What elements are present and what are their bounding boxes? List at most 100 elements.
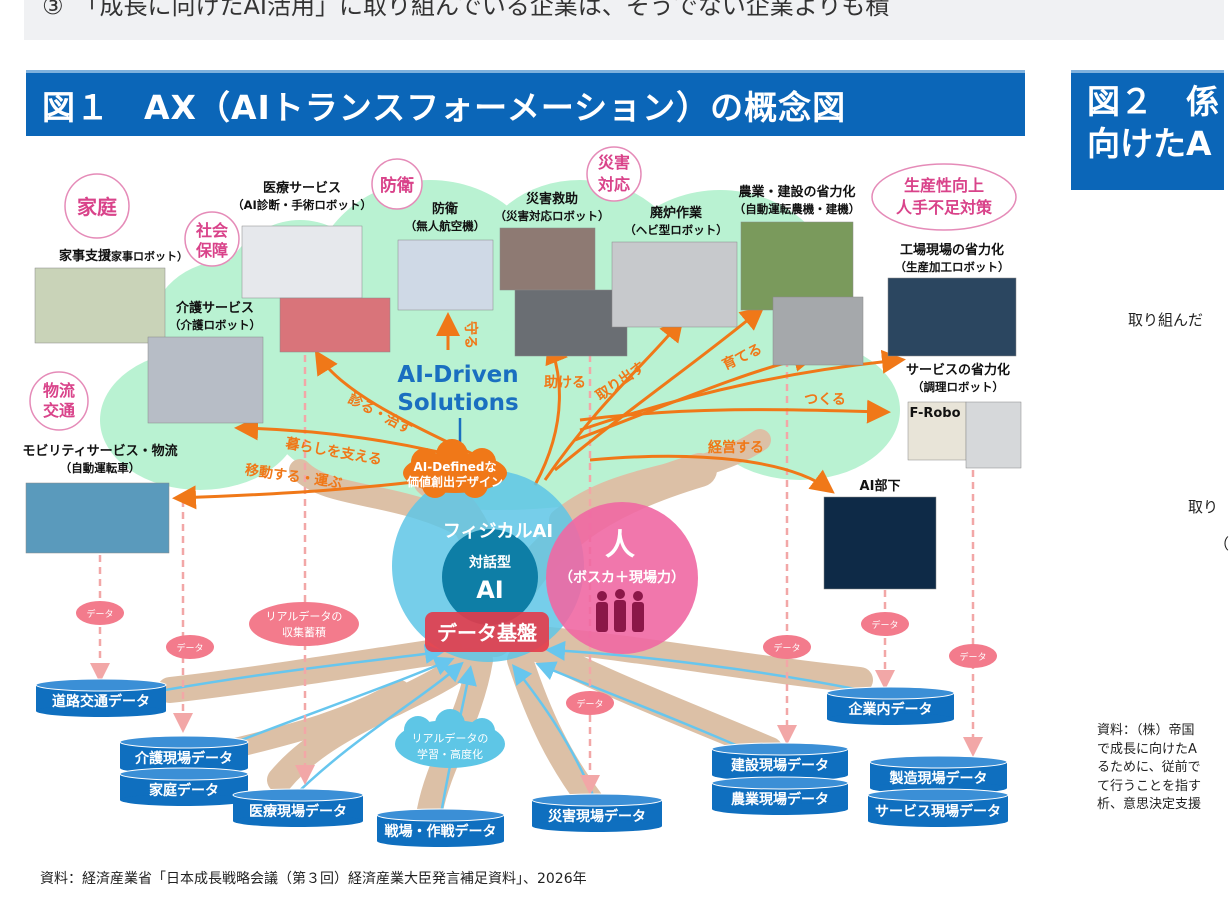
database-home: 家庭データ xyxy=(119,767,249,806)
data-cloud-label: データ xyxy=(871,619,898,631)
care-robot-photo xyxy=(147,336,264,424)
agri-service-label: 農業・建設の省力化 xyxy=(738,184,855,200)
data-base-label: データ基盤 xyxy=(437,621,538,645)
figure1-source: 資料：経済産業省「日本成長戦略会議（第３回）経済産業大臣発言補足資料」、2026… xyxy=(40,871,587,887)
database-construction: 建設現場データ xyxy=(711,742,849,781)
top-statement-strip: ③ 「成長に向けたAI活用」に取り組んでいる企業は、そうでない企業よりも積 xyxy=(24,0,1224,40)
figure2-footnote-line: るために、従前で xyxy=(1097,760,1201,775)
domain-social-2: 保障 xyxy=(195,241,228,260)
database-label: 家庭データ xyxy=(149,782,219,799)
snake-robot-photo xyxy=(611,241,738,328)
care-service-sub: （介護ロボット） xyxy=(169,318,261,332)
mobility-service-sub: （自動運転車） xyxy=(60,461,141,475)
decom-service-sub: （ヘビ型ロボット） xyxy=(624,223,728,237)
database-road: 道路交通データ xyxy=(35,678,167,717)
ai-driven-label-1: AI-Driven xyxy=(397,362,518,388)
ai-defined-cloud xyxy=(403,439,507,498)
figure2-row-label-3: （ xyxy=(1214,535,1229,553)
domain-social-1: 社会 xyxy=(195,221,228,240)
housework-service-label: 家事支援 xyxy=(59,248,112,264)
database-label: サービス現場データ xyxy=(875,803,1001,820)
defense-service-sub: （無人航空機） xyxy=(405,219,486,233)
rescue-service-label: 災害救助 xyxy=(526,191,578,207)
figure2-footnote-line: で成長に向けたA xyxy=(1097,741,1197,757)
data-flow-arrows xyxy=(164,640,861,821)
learn-cloud-label-2: 学習・高度化 xyxy=(417,747,483,761)
database-label: 介護現場データ xyxy=(134,750,233,767)
database-disaster: 災害現場データ xyxy=(531,793,663,832)
rescue-robot-photo-2 xyxy=(514,289,628,357)
data-cloud-label: データ xyxy=(86,608,113,620)
dialog-ai-label-2: AI xyxy=(476,576,504,604)
domain-disaster-1: 災害 xyxy=(598,153,630,172)
learning-cloud xyxy=(395,709,505,768)
autonomous-car-photo xyxy=(25,482,170,554)
care-service-label: 介護サービス xyxy=(175,300,254,316)
learn-cloud-label-1: リアルデータの xyxy=(412,731,489,745)
construction-machine-photo xyxy=(772,296,864,366)
cooking-dish-photo xyxy=(907,401,967,461)
cooking-service-sub: （調理ロボット） xyxy=(912,380,1004,394)
verb-tsukuru: つくる xyxy=(804,392,846,408)
figure2-footnote-line: て行うことを指す xyxy=(1097,778,1202,794)
defense-service-label: 防衛 xyxy=(432,201,458,217)
domain-disaster-2: 対応 xyxy=(597,175,630,194)
ai-defined-label-2: 価値創出デザイン xyxy=(406,474,503,489)
medical-service-label: 医療サービス xyxy=(263,180,341,196)
figure2-title-bar: 図２ 係 向けたA xyxy=(1071,70,1224,190)
dialog-ai-label-1: 対話型 xyxy=(468,554,511,571)
human-sub-label: （ボスカ＋現場力） xyxy=(559,569,685,586)
data-cloud-label: データ xyxy=(773,642,800,654)
database-agriculture: 農業現場データ xyxy=(711,776,849,815)
figure1-title-bar: 図１ AX（AIトランスフォーメーション）の概念図 xyxy=(26,70,1025,136)
factory-robot-photo xyxy=(887,277,1017,357)
figure2-row-label-2: 取り xyxy=(1188,498,1219,516)
figure2-footnote: 資料：（株）帝国 で成長に向けたA るために、従前で て行うことを指す 析、意思… xyxy=(1097,722,1201,815)
human-label: 人 xyxy=(605,528,635,563)
factory-service-sub: （生産加工ロボット） xyxy=(895,260,1010,274)
data-cloud-label: データ xyxy=(576,698,603,710)
domain-productivity-2: 人手不足対策 xyxy=(896,198,993,217)
verb-keiei: 経営する xyxy=(708,439,764,456)
housework-service-sub: （家事ロボット） xyxy=(100,249,188,263)
data-cloud-label: データ xyxy=(959,651,986,663)
ai-brain-photo xyxy=(823,496,937,590)
database-service: サービス現場データ xyxy=(867,788,1009,827)
central-ai-human-circles xyxy=(392,470,698,662)
figure2-footnote-line: 析、意思決定支援 xyxy=(1097,797,1202,812)
figure2-title: 図２ 係 向けたA xyxy=(1087,82,1219,163)
domain-logistics-1: 物流 xyxy=(43,381,75,400)
database-manufacturing: 製造現場データ xyxy=(869,755,1008,794)
cooking-service-label: サービスの省力化 xyxy=(906,362,1010,378)
service-photos xyxy=(25,221,1022,590)
frobo-label: F-Robo xyxy=(909,406,960,421)
database-label: 農業現場データ xyxy=(731,791,829,808)
database-battle: 戦場・作戦データ xyxy=(376,808,505,847)
drone-photo xyxy=(397,239,494,311)
database-label: 企業内データ xyxy=(848,701,933,718)
rescue-robot-photo xyxy=(499,227,596,291)
domain-logistics-2: 交通 xyxy=(43,401,75,420)
verb-mamoru: 守る xyxy=(462,321,479,349)
domain-defense: 防衛 xyxy=(380,175,414,196)
mobility-service-label: モビリティサービス・物流 xyxy=(22,443,177,459)
database-label: 製造現場データ xyxy=(889,770,988,787)
domain-home: 家庭 xyxy=(77,195,117,219)
database-label: 災害現場データ xyxy=(548,808,646,825)
figure2-footnote-line: 資料：（株）帝国 xyxy=(1097,723,1195,738)
cooking-robot-photo xyxy=(965,401,1022,469)
physical-ai-label: フィジカルAI xyxy=(443,521,553,542)
data-clouds xyxy=(76,601,997,715)
ai-subordinate-label: AI部下 xyxy=(860,478,901,494)
housework-robot-photo xyxy=(34,267,166,344)
rescue-service-sub: （災害対応ロボット） xyxy=(495,209,610,223)
decom-service-label: 廃炉作業 xyxy=(649,205,703,221)
ai-driven-label-2: Solutions xyxy=(397,390,518,416)
domain-productivity-1: 生産性向上 xyxy=(904,176,984,195)
database-label: 建設現場データ xyxy=(731,757,829,774)
medical-service-sub: （AI診断・手術ロボット） xyxy=(232,198,372,212)
domain-circles xyxy=(29,146,1017,431)
database-enterprise: 企業内データ xyxy=(826,686,955,725)
data-cloud-label: データ xyxy=(176,642,203,654)
